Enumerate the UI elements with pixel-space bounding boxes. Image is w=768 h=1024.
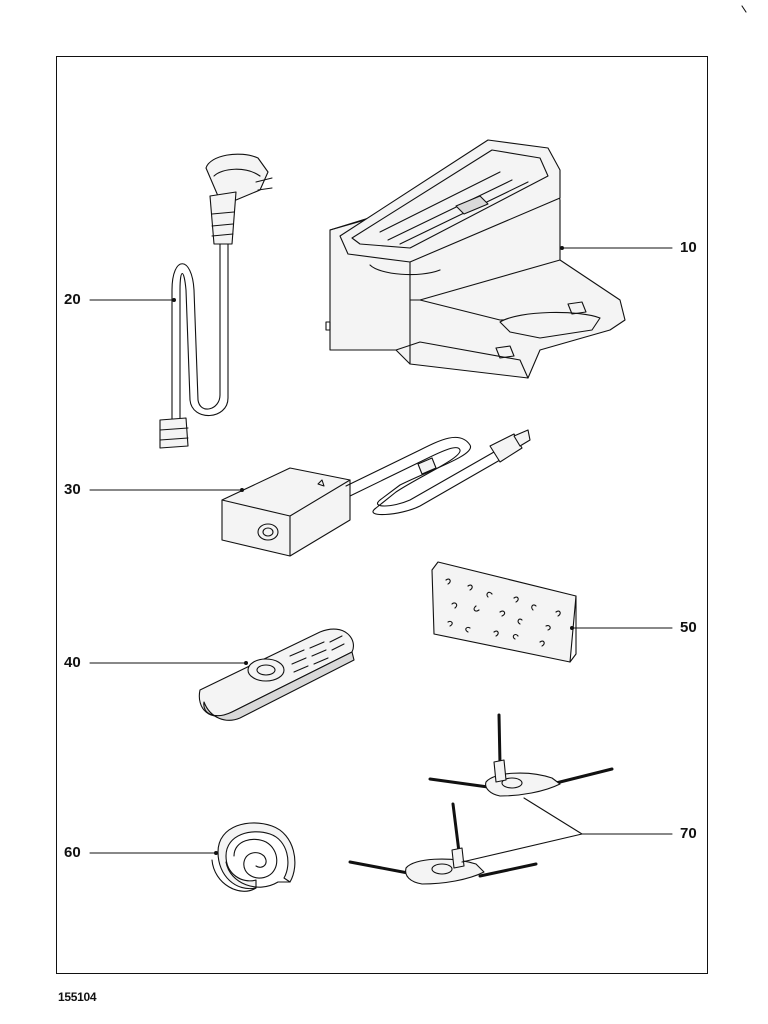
leader-dot-50 — [570, 626, 574, 630]
side-brush-upper — [428, 713, 614, 797]
document-code: 155104 — [58, 990, 97, 1004]
leader-dot-60 — [214, 851, 218, 855]
figure-frame — [56, 56, 708, 974]
leader-dot-40 — [244, 661, 248, 665]
callout-60: 60 — [64, 844, 81, 861]
part-coil — [211, 822, 296, 892]
part-side-brushes — [348, 713, 673, 885]
part-remote-control — [198, 628, 355, 721]
part-charging-base — [325, 139, 626, 379]
callout-20: 20 — [64, 291, 81, 308]
leader-dot-30 — [240, 488, 244, 492]
callout-40: 40 — [64, 654, 81, 671]
callout-50: 50 — [680, 619, 697, 636]
callout-70: 70 — [680, 825, 697, 842]
leader-dot-10 — [560, 246, 564, 250]
callout-10: 10 — [680, 239, 697, 256]
callout-30: 30 — [64, 481, 81, 498]
part-filter-pad — [431, 561, 577, 663]
corner-mark — [741, 5, 747, 13]
leader-dot-20 — [172, 298, 176, 302]
side-brush-lower — [348, 802, 538, 885]
part-mains-cable — [159, 153, 273, 449]
part-power-adapter — [221, 429, 531, 557]
